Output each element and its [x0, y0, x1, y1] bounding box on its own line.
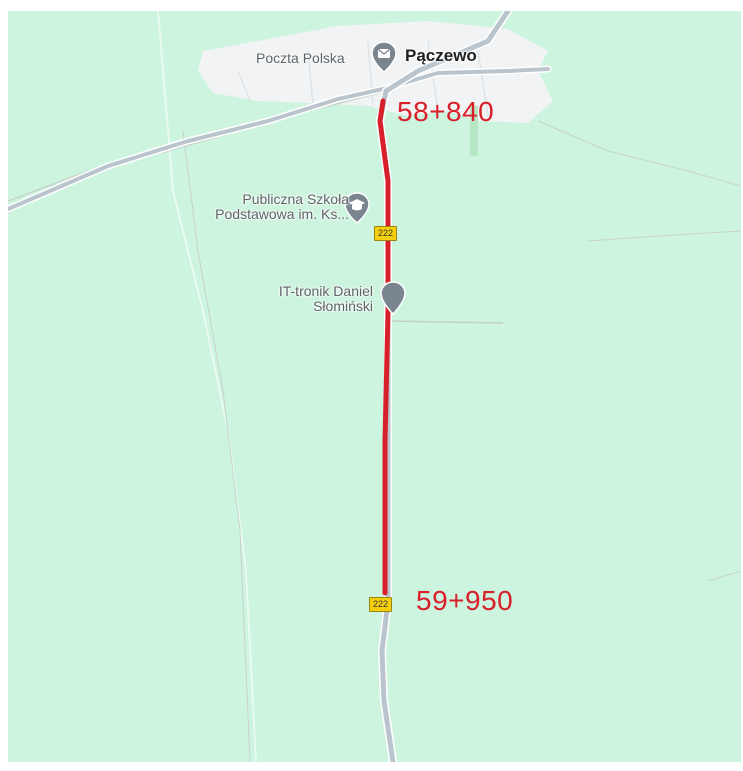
location-pin-icon[interactable]	[380, 281, 406, 315]
route-end-km-label: 59+950	[416, 585, 514, 616]
road-shield-222-upper: 222	[374, 226, 398, 241]
map-background	[8, 11, 741, 762]
minor-road	[537, 120, 741, 187]
town-label[interactable]: Pączewo	[405, 46, 477, 65]
town-streets	[237, 40, 489, 117]
railway-line	[182, 130, 251, 762]
route-start-km-label: 58+840	[397, 96, 495, 127]
minor-road	[157, 11, 257, 762]
post-office-label[interactable]: Poczta Polska	[256, 50, 345, 66]
business-label-line1: IT-tronik Daniel	[278, 283, 373, 299]
minor-road	[587, 230, 741, 242]
main-road	[8, 67, 550, 211]
school-pin-icon[interactable]	[344, 192, 370, 224]
highlighted-route	[377, 98, 391, 596]
minor-road	[707, 570, 741, 582]
map-canvas[interactable]: Pączewo Poczta Polska Publiczna Szkoła P…	[8, 11, 741, 762]
business-label[interactable]: IT-tronik Daniel Słomiński	[278, 283, 373, 315]
school-label-line1: Publiczna Szkoła	[242, 191, 349, 207]
school-label-line2: Podstawowa im. Ks...	[215, 206, 349, 223]
business-label-line2: Słomiński	[313, 298, 373, 315]
school-label[interactable]: Publiczna Szkoła Podstawowa im. Ks...	[215, 191, 349, 223]
park-strip	[470, 106, 478, 156]
map-layer	[8, 11, 741, 762]
minor-road	[387, 320, 504, 324]
road-shield-222-lower: 222	[369, 597, 393, 612]
town-area	[198, 21, 553, 123]
mail-pin-icon[interactable]	[371, 41, 397, 73]
